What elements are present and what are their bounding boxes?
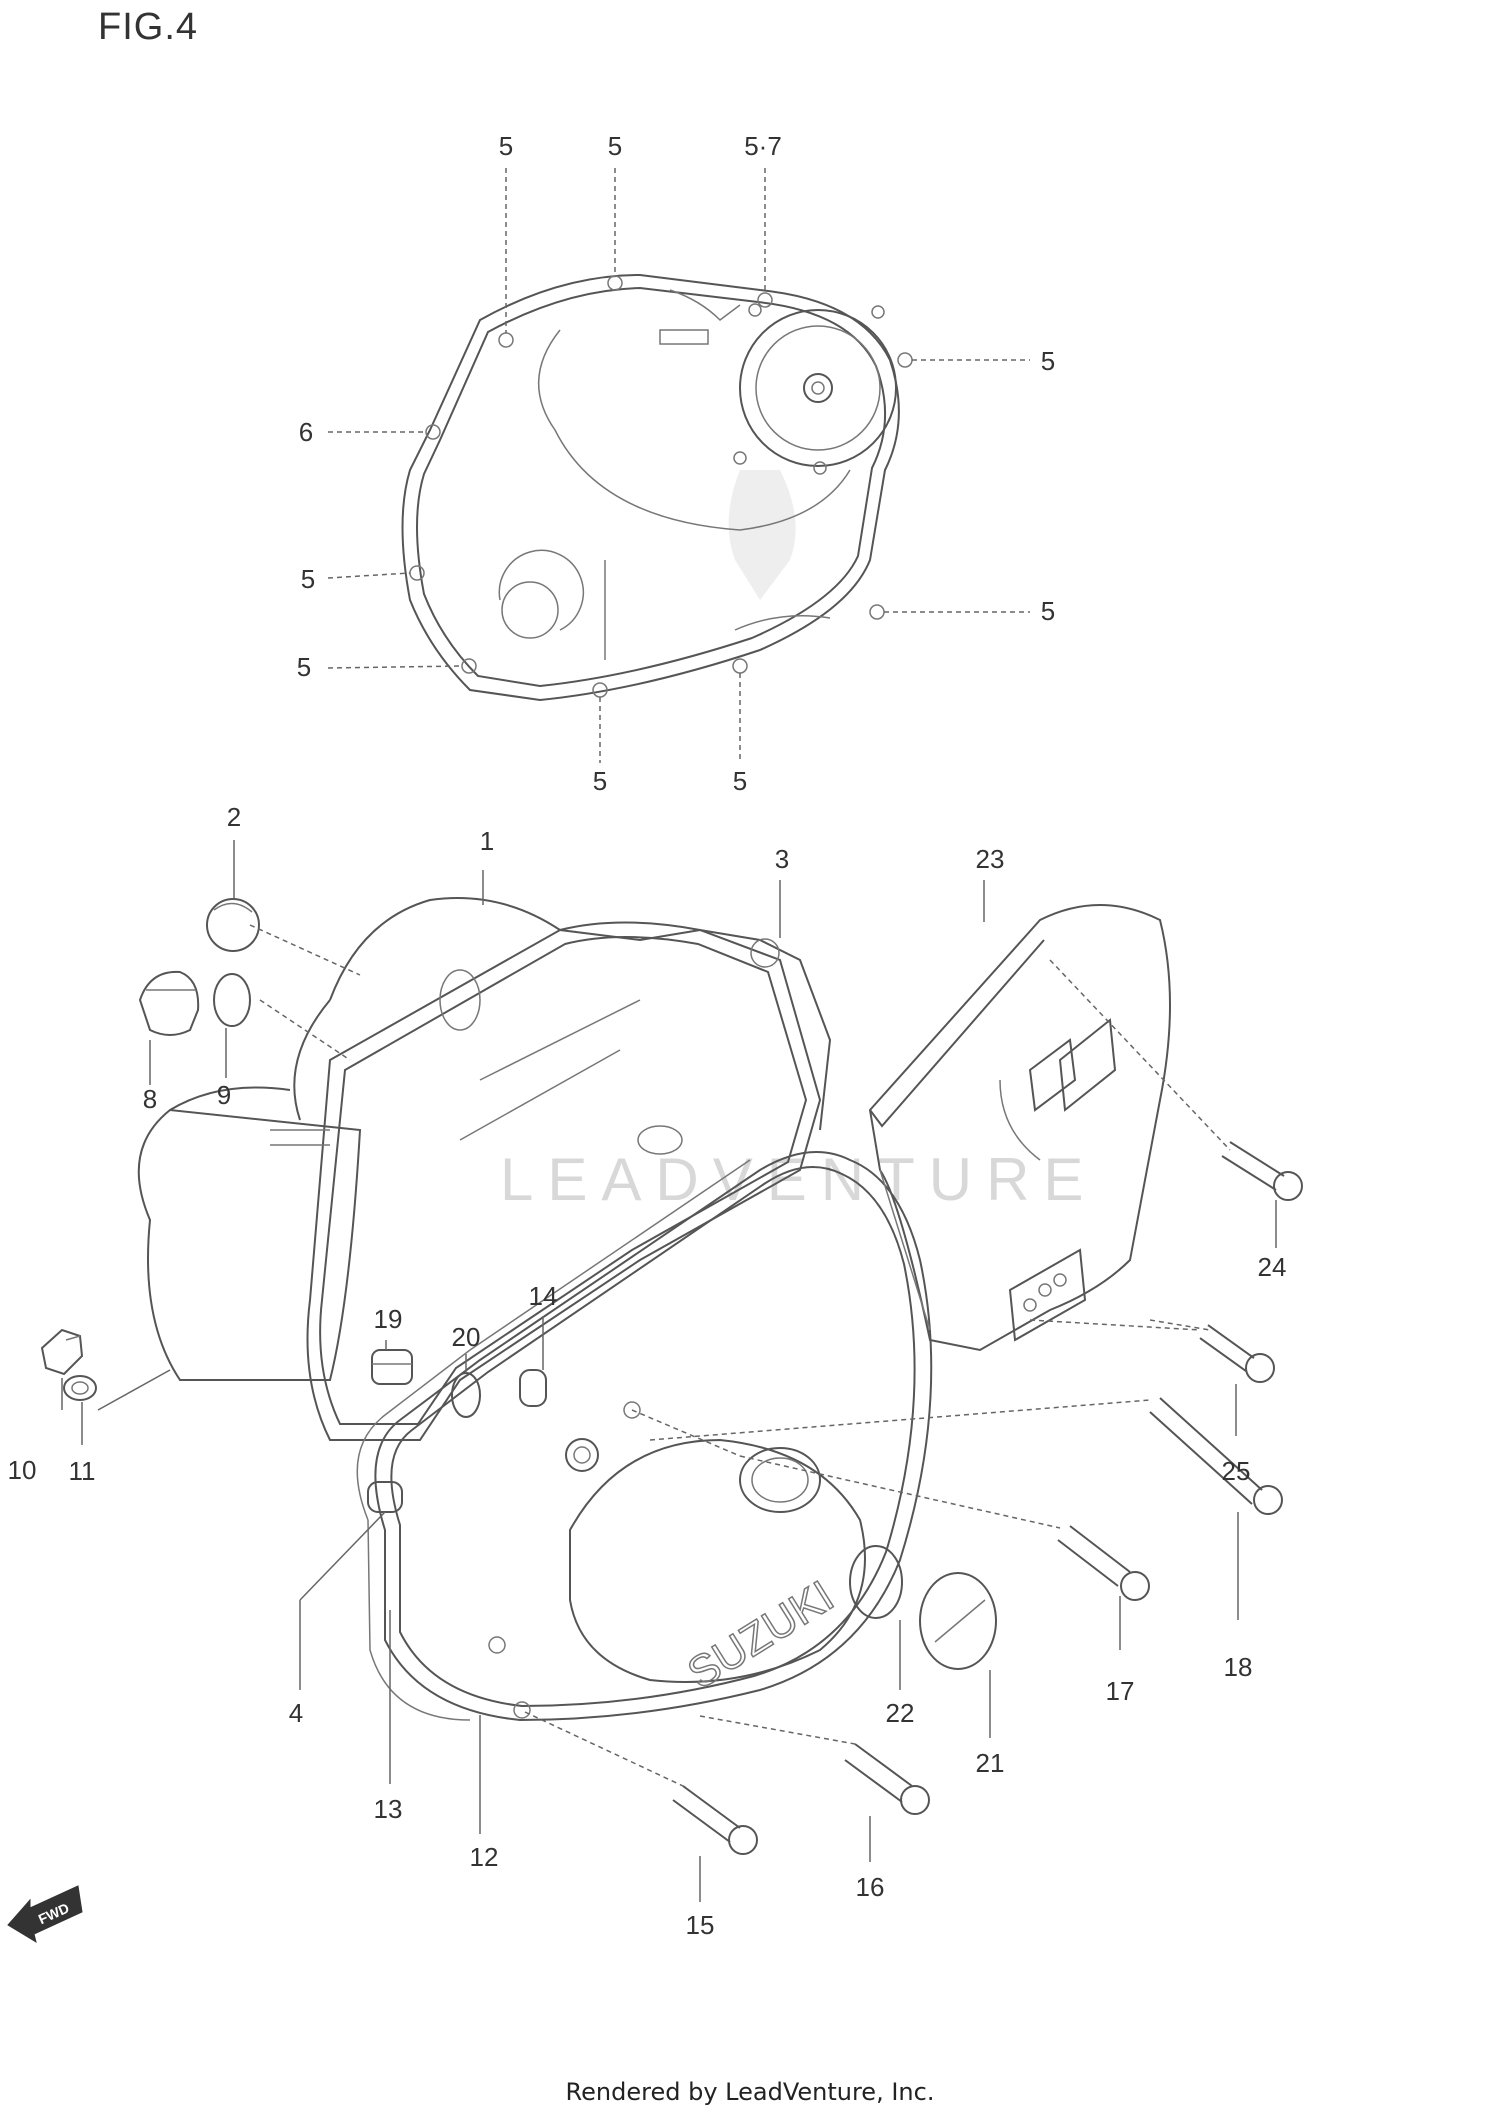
callout-6: 6 [299,417,313,447]
callout-5: 5 [297,652,311,682]
watermark-text: LEADVENTURE [500,1146,1097,1213]
callout-15: 15 [686,1910,715,1940]
callout-11: 11 [69,1456,96,1486]
callout-13: 13 [374,1794,403,1824]
callout-25: 25 [1222,1456,1251,1486]
callout-5: 5 [1041,346,1055,376]
callout-21: 21 [976,1748,1005,1778]
callout-9: 9 [217,1080,231,1110]
crankcase-cover-part [137,897,832,1441]
callout-18: 18 [1224,1652,1253,1682]
clutch-cover-gasket-part [401,273,913,702]
forward-direction-arrow: FWD [7,1885,83,1944]
callout-3: 3 [775,844,789,874]
callout-5: 5 [593,766,607,796]
leadventure-watermark: LEADVENTURE [500,470,1097,1213]
callout-20: 20 [452,1322,481,1352]
callout-12: 12 [470,1842,499,1872]
callout-4: 4 [289,1698,303,1728]
callout-22: 22 [886,1698,915,1728]
figure-title: FIG.4 [98,6,199,48]
callout-17: 17 [1106,1676,1135,1706]
callout-14: 14 [529,1281,558,1311]
callout-5-7: 5·7 [744,131,782,161]
callout-5: 5 [608,131,622,161]
callout-23: 23 [976,844,1005,874]
callout-8: 8 [143,1084,157,1114]
callout-numbers: 5 5 5·7 6 5 5 5 5 5 5 2 1 3 23 8 9 24 19… [8,131,1287,1940]
callout-10: 10 [8,1455,37,1485]
upper-leader-lines [327,168,1030,763]
suzuki-brand-text: SUZUKI [679,1571,842,1698]
callout-16: 16 [856,1872,885,1902]
callout-5: 5 [1041,596,1055,626]
callout-1: 1 [480,826,494,856]
callout-24: 24 [1258,1252,1287,1282]
footer-credit: Rendered by LeadVenture, Inc. [565,2078,935,2106]
sprocket-cover-part [868,904,1171,1352]
magneto-cover-part: SUZUKI [356,1151,933,1722]
lower-leader-lines [61,840,1277,1902]
callout-2: 2 [227,802,241,832]
callout-5: 5 [301,564,315,594]
callout-19: 19 [374,1304,403,1334]
small-parts [40,970,1303,1855]
callout-5: 5 [733,766,747,796]
callout-5: 5 [499,131,513,161]
